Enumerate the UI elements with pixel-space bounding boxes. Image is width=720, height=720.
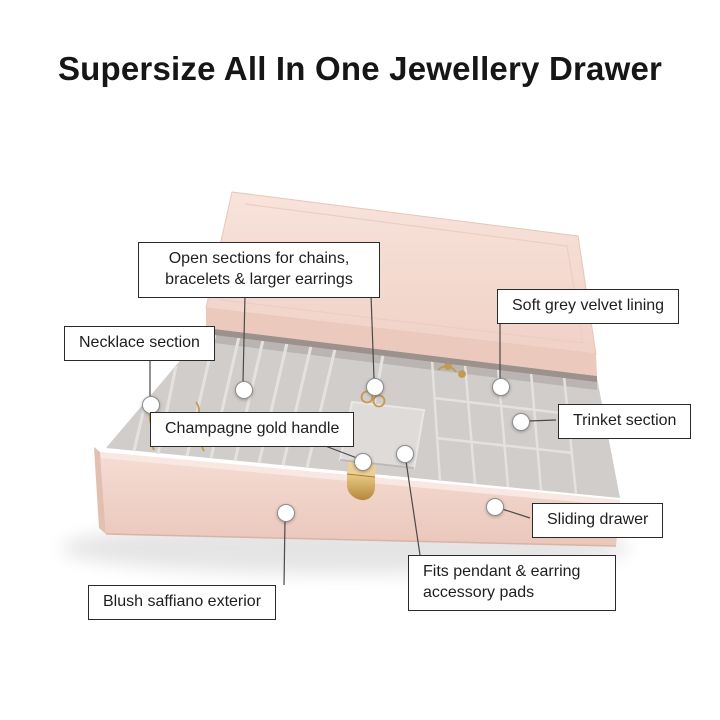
callout-dot-pendant	[396, 445, 414, 463]
lid-bottom-lip	[206, 328, 597, 382]
callout-dot-handle	[354, 453, 372, 471]
callout-dot-open-left	[235, 381, 253, 399]
callout-label-gold-handle: Champagne gold handle	[150, 412, 355, 447]
page-title: Supersize All In One Jewellery Drawer	[57, 50, 663, 87]
callout-dot-saffiano	[277, 504, 295, 522]
callout-label-sliding-drawer: Sliding drawer	[532, 503, 664, 538]
drawer-left-end	[94, 447, 106, 534]
callout-dot-trinket	[512, 413, 530, 431]
callout-label-saffiano-exterior: Blush saffiano exterior	[88, 585, 277, 620]
callout-label-trinket-section: Trinket section	[558, 404, 692, 439]
callout-dot-sliding	[486, 498, 504, 516]
callout-dot-velvet	[492, 378, 510, 396]
callout-dot-open-right	[366, 378, 384, 396]
callout-label-velvet-lining: Soft grey velvet lining	[497, 289, 680, 324]
drawer-bottom-edge	[105, 533, 617, 547]
callout-label-accessory-pads: Fits pendant & earring accessory pads	[408, 555, 616, 611]
callout-label-open-sections: Open sections for chains, bracelets & la…	[138, 242, 380, 298]
lid-front-edge	[206, 308, 597, 376]
ring-pad-shadow	[339, 459, 415, 469]
callout-label-necklace-section: Necklace section	[64, 326, 215, 361]
